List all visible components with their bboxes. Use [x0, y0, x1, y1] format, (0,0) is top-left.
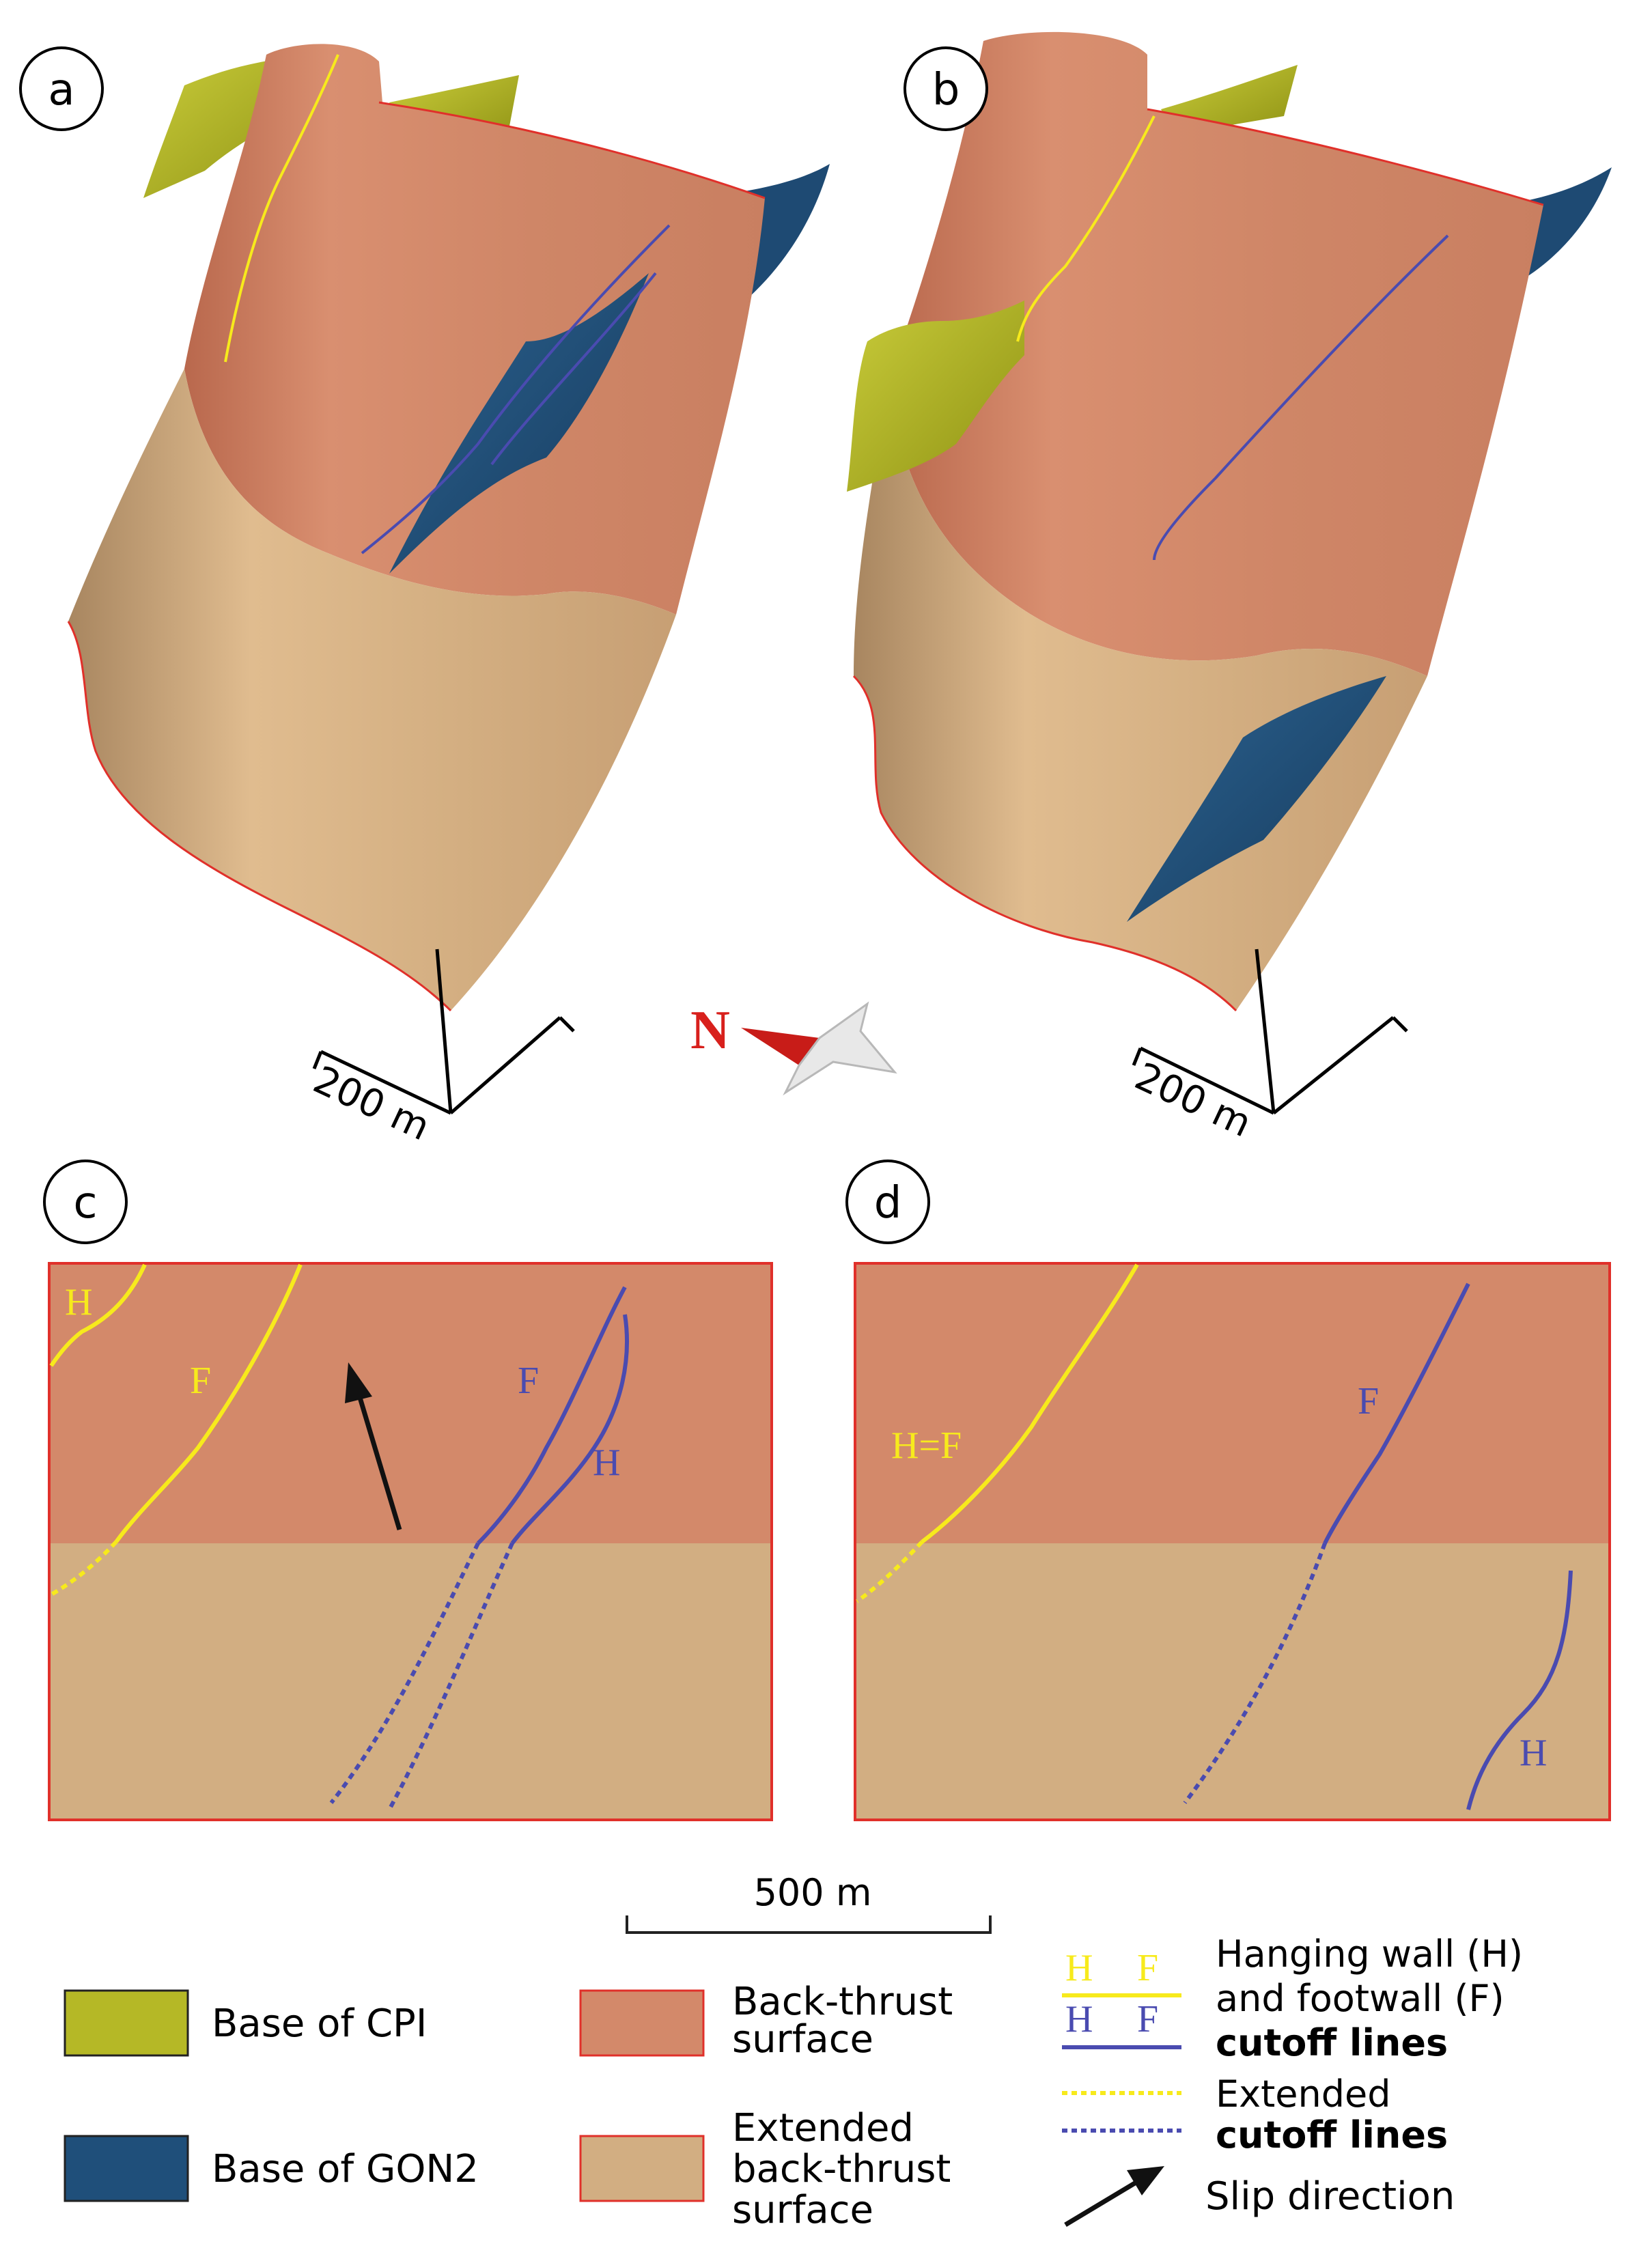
compass-red-arrow	[741, 1028, 820, 1065]
panel-b-label: b	[932, 65, 960, 115]
legend-slip-arrow	[1064, 2166, 1164, 2228]
extended-backthrust-surface-3d	[68, 369, 676, 1011]
blue-cutoff-f	[476, 1286, 627, 1545]
backthrust-zone	[49, 1263, 772, 1543]
panel-d-map-view: d H=F F H	[845, 1160, 1611, 1821]
compass-north-label: N	[690, 1000, 730, 1061]
legend-blue-f: F	[1137, 1998, 1158, 2040]
compass-white-arrow	[783, 1001, 897, 1096]
panel-b-scale-label: 200 m	[1128, 1054, 1258, 1147]
panel-c-border	[48, 1262, 773, 1821]
backthrust-zone	[855, 1263, 1610, 1543]
gon2-surface-center	[389, 273, 649, 574]
legend-gon2-swatch	[64, 2135, 189, 2202]
panel-a-label: a	[48, 65, 74, 115]
panel-b-label-circle	[904, 46, 988, 131]
legend-backthrust-label-2: surface	[732, 2017, 873, 2062]
cpi-surface-left	[847, 300, 1024, 492]
panel-a-label-circle	[19, 46, 104, 131]
blue-cutoff-f-3d	[1153, 234, 1449, 561]
legend-ext-cutoff-label-2: cutoff lines	[1216, 2113, 1448, 2157]
blue-cutoff-h	[510, 1314, 629, 1545]
legend-ext-cutoff-label-1: Extended	[1216, 2073, 1390, 2116]
blue-cutoff-h-3d	[490, 272, 657, 466]
yellow-cutoff-3d	[1016, 115, 1156, 342]
yellow-extended-cutoff	[856, 1540, 924, 1603]
panel-d-border	[854, 1262, 1611, 1821]
yellow-hf-label: H=F	[891, 1424, 962, 1467]
blue-cutoff-f	[1323, 1282, 1470, 1545]
surface-outline	[67, 101, 766, 1012]
gon2-surface-lower	[1127, 676, 1386, 922]
yellow-f-label: F	[190, 1360, 211, 1402]
panel-a-axes	[312, 949, 575, 1115]
blue-cutoff-h	[1466, 1570, 1573, 1810]
blue-h-label: H	[593, 1442, 620, 1484]
yellow-h-label: H	[65, 1281, 92, 1323]
extended-zone	[855, 1543, 1610, 1820]
legend-cutoff-label-2: and footwall (F)	[1216, 1977, 1504, 2020]
legend-blue-h: H	[1065, 1998, 1093, 2040]
north-compass: N	[690, 1000, 897, 1096]
slip-direction-arrow	[345, 1362, 402, 1531]
surface-outline	[852, 108, 1544, 1012]
backthrust-surface-3d	[184, 44, 765, 615]
legend-cpi-swatch	[64, 1989, 189, 2057]
panel-c-label: c	[73, 1178, 97, 1228]
extended-backthrust-surface-3d	[854, 382, 1427, 1011]
panel-a-3d-view: a 200 m	[19, 44, 830, 1150]
panel-d-label: d	[874, 1178, 902, 1228]
blue-f-label: F	[518, 1360, 539, 1402]
scale-bar-label: 500 m	[754, 1871, 872, 1914]
legend-gon2-label: Base of GON2	[212, 2147, 479, 2191]
panel-c-map-view: c H F F H	[43, 1160, 773, 1821]
blue-extended-cutoff-f	[1183, 1542, 1327, 1804]
panel-b-3d-view: b 200 m	[847, 31, 1612, 1147]
panel-c-label-circle	[43, 1160, 128, 1244]
yellow-cutoff-3d	[224, 54, 339, 363]
scale-bar: 500 m	[626, 1871, 992, 1934]
legend-cutoff-label-3: cutoff lines	[1216, 2021, 1448, 2064]
backthrust-surface-3d	[888, 31, 1543, 676]
panel-d-label-circle	[845, 1160, 930, 1244]
legend-extended-label-2: back-thrust	[732, 2147, 951, 2191]
legend-cutoff-label-1: Hanging wall (H)	[1216, 1933, 1523, 1976]
blue-h-label: H	[1520, 1732, 1547, 1774]
legend-backthrust-label-1: Back-thrust	[732, 1980, 953, 2024]
blue-f-label: F	[1358, 1380, 1379, 1422]
legend-cpi-label: Base of CPI	[212, 2002, 427, 2046]
legend: Base of CPI Base of GON2 Back-thrust sur…	[64, 1933, 1523, 2232]
legend-slip-label: Slip direction	[1205, 2174, 1455, 2219]
yellow-cutoff-hf	[921, 1263, 1139, 1544]
blue-extended-cutoff-h	[387, 1542, 514, 1811]
blue-extended-cutoff-f	[329, 1542, 480, 1804]
legend-extended-label-3: surface	[732, 2188, 873, 2232]
legend-extended-label-1: Extended	[732, 2106, 914, 2150]
legend-yellow-h: H	[1065, 1947, 1093, 1989]
yellow-cutoff-f	[114, 1263, 303, 1543]
panel-a-scale-label: 200 m	[307, 1058, 436, 1150]
legend-extended-swatch	[579, 2135, 705, 2202]
yellow-cutoff-h	[49, 1263, 147, 1367]
panel-b-axes	[1132, 949, 1408, 1115]
blue-cutoff-f-3d	[361, 224, 671, 554]
legend-backthrust-swatch	[579, 1989, 705, 2057]
legend-yellow-f: F	[1137, 1947, 1158, 1989]
